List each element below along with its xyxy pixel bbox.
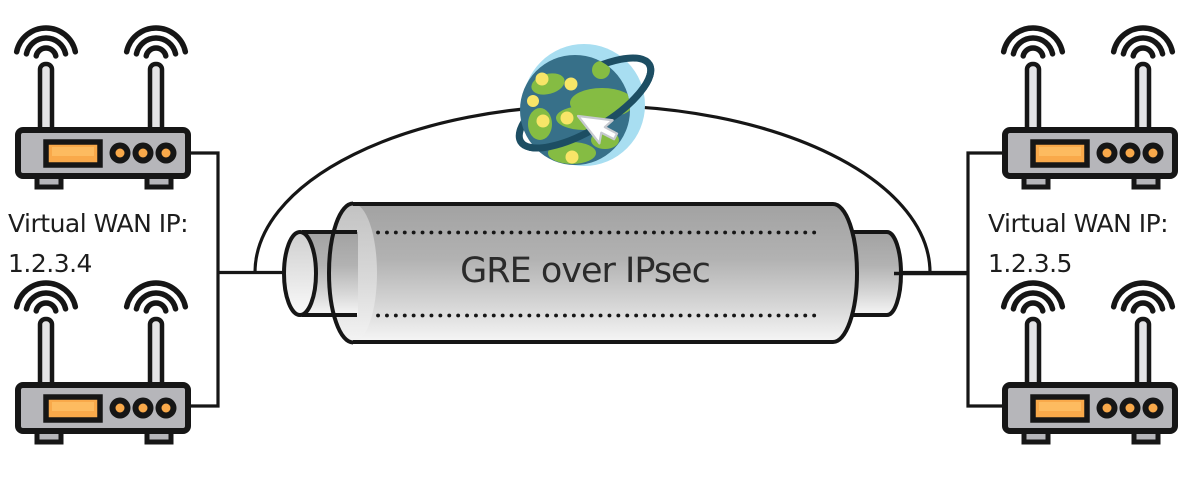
right-site-label: Virtual WAN IP: (988, 209, 1169, 238)
right-site-connector (966, 151, 1002, 408)
router-icon-right-bottom (1004, 283, 1175, 442)
router-icon-right-top (1004, 28, 1175, 187)
gre-dotted-lines (376, 230, 822, 318)
planet-dots (527, 72, 579, 164)
ipsec-tunnel-body (353, 204, 857, 342)
gre-ipsec-tunnel (282, 201, 968, 345)
router-icon-left-bottom (17, 283, 188, 442)
mouse-cursor-icon (576, 114, 619, 145)
router-icon-left-top (17, 28, 188, 187)
left-site-ip: 1.2.3.4 (8, 249, 92, 278)
right-site-ip: 1.2.3.5 (988, 249, 1072, 278)
internet-globe-icon (515, 44, 655, 166)
left-site-connector (188, 151, 220, 408)
tunnel-label: GRE over IPsec (460, 251, 711, 291)
gre-tunnel-left-stub (282, 230, 358, 317)
left-site-label: Virtual WAN IP: (8, 209, 189, 238)
